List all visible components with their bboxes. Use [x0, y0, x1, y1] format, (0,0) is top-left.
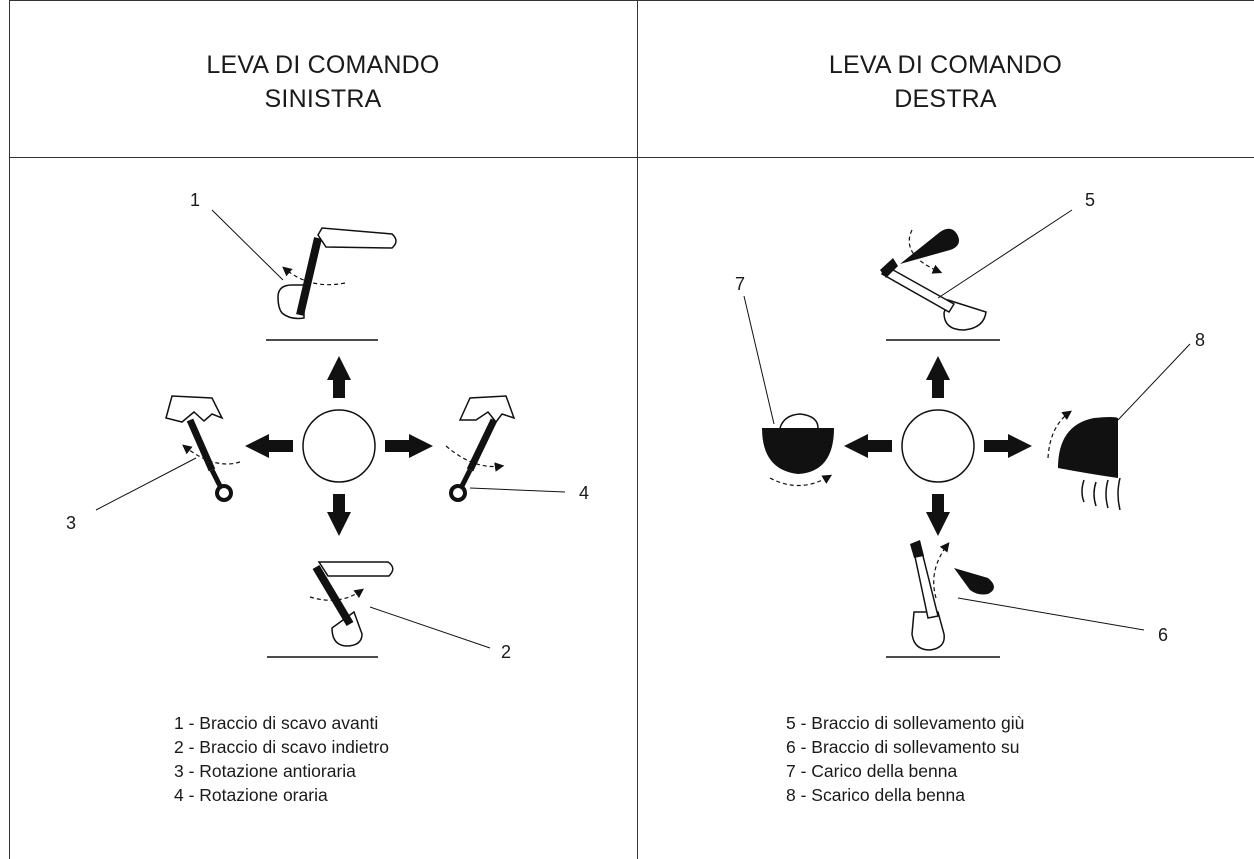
left-joystick: [245, 356, 433, 536]
fig-bucket-load: [743, 295, 834, 487]
left-arrow-right: [385, 434, 433, 458]
header-separator: [9, 157, 1254, 158]
callout-3: 3: [66, 513, 76, 533]
fig-dig-arm-backward: [267, 561, 491, 658]
callout-2: 2: [501, 642, 511, 662]
frame-top-border: [9, 0, 1254, 1]
legend-item-7: 7 - Carico della benna: [786, 761, 958, 781]
legend-item-4: 4 - Rotazione oraria: [174, 785, 328, 805]
panel-divider: [637, 0, 638, 859]
right-joystick-knob: [901, 409, 975, 483]
left-header-line1: LEVA DI COMANDO: [206, 51, 440, 79]
legend-item-3: 3 - Rotazione antioraria: [174, 761, 356, 781]
right-header-line2: DESTRA: [894, 85, 997, 113]
right-arrow-up: [926, 356, 950, 398]
fig-lift-arm-down: [880, 209, 1073, 341]
callout-6: 6: [1158, 625, 1168, 645]
fig-rotation-ccw: [95, 395, 241, 511]
left-joystick-knob: [302, 409, 376, 483]
callout-1: 1: [190, 190, 200, 210]
callout-5: 5: [1085, 190, 1095, 210]
fig-bucket-dump: [1047, 343, 1191, 511]
left-header-line2: SINISTRA: [264, 85, 382, 113]
right-arrow-right: [984, 434, 1032, 458]
left-arrow-up: [327, 356, 351, 398]
fig-rotation-cw: [445, 395, 566, 502]
right-legend: 5 - Braccio di sollevamento giù 6 - Brac…: [786, 711, 1024, 807]
callout-4: 4: [579, 483, 589, 503]
left-lever-header: LEVA DI COMANDO SINISTRA: [9, 48, 637, 116]
right-header-line1: LEVA DI COMANDO: [828, 51, 1063, 79]
left-legend: 1 - Braccio di scavo avanti 2 - Braccio …: [174, 711, 389, 807]
left-arrow-left: [245, 434, 293, 458]
right-lever-header: LEVA DI COMANDO DESTRA: [637, 48, 1254, 116]
fig-lift-arm-up: [886, 540, 1145, 658]
legend-item-2: 2 - Braccio di scavo indietro: [174, 737, 389, 757]
left-arrow-down: [327, 494, 351, 536]
right-arrow-left: [844, 434, 892, 458]
fig-dig-arm-forward: [211, 209, 397, 341]
legend-item-5: 5 - Braccio di sollevamento giù: [786, 713, 1025, 733]
callout-7: 7: [735, 274, 745, 294]
legend-item-1: 1 - Braccio di scavo avanti: [174, 713, 379, 733]
legend-item-8: 8 - Scarico della benna: [786, 785, 965, 805]
right-arrow-down: [926, 494, 950, 536]
callout-8: 8: [1195, 330, 1205, 350]
frame-left-border: [9, 0, 10, 859]
legend-item-6: 6 - Braccio di sollevamento su: [786, 737, 1020, 757]
right-joystick: [844, 356, 1032, 536]
